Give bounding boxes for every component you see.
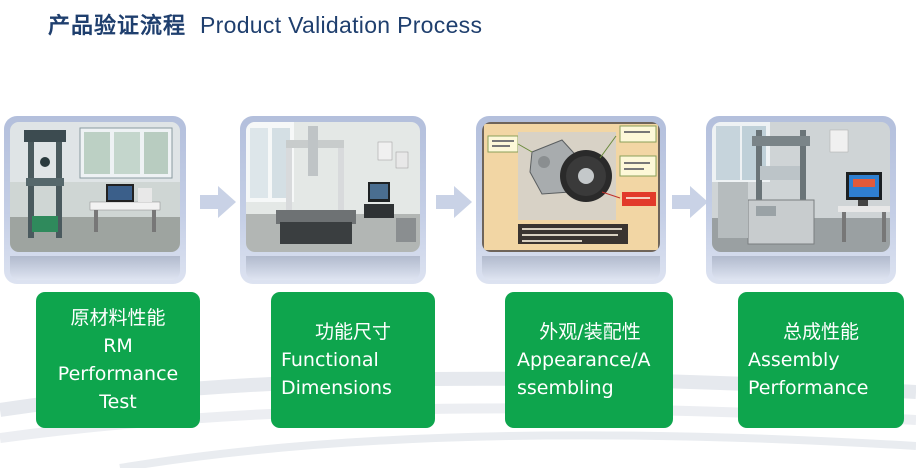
step-2-photo-frame [240,116,426,284]
step-4-label-line-3: Performance [748,377,869,399]
right-arrow-icon [672,186,708,218]
page-title: 产品验证流程 Product Validation Process [48,8,482,42]
tensioner-assembly-diagram-photo [482,122,660,252]
step-2-label: 功能尺寸 Functional Dimensions [271,292,435,428]
step-2-label-line-3: Dimensions [281,377,392,399]
step-4-photo-frame [706,116,896,284]
step-1-label: 原材料性能 RM Performance Test [36,292,200,428]
step-2-label-cn: 功能尺寸 [314,321,391,343]
step-1-label-cn: 原材料性能 [70,307,166,329]
step-3-label: 外观/装配性 Appearance/A ssembling [505,292,673,428]
photo-reflection [712,256,890,280]
page-title-cn: 产品验证流程 [48,14,187,39]
step-1-label-line-4: Test [99,391,137,413]
step-4-label: 总成性能 Assembly Performance [738,292,904,428]
page-title-en: Product Validation Process [200,12,483,38]
step-1-label-line-3: Performance [57,363,179,385]
right-arrow-icon [436,186,472,218]
step-1-label-line-2: RM [103,335,133,357]
step-4-label-line-2: Assembly [748,349,840,371]
material-testing-machine-photo [10,122,180,252]
photo-reflection [246,256,420,280]
step-2-label-line-2: Functional [281,349,379,371]
right-arrow-icon [200,186,236,218]
step-3-photo-frame [476,116,666,284]
step-3-label-cn: 外观/装配性 [539,321,641,343]
photo-reflection [482,256,660,280]
assembly-test-bench-photo [712,122,890,252]
step-1-photo-frame [4,116,186,284]
coordinate-measuring-machine-photo [246,122,420,252]
step-3-label-line-2: Appearance/A [517,349,651,371]
photo-reflection [10,256,180,280]
step-3-label-line-3: ssembling [517,377,614,399]
step-4-label-cn: 总成性能 [782,321,859,343]
